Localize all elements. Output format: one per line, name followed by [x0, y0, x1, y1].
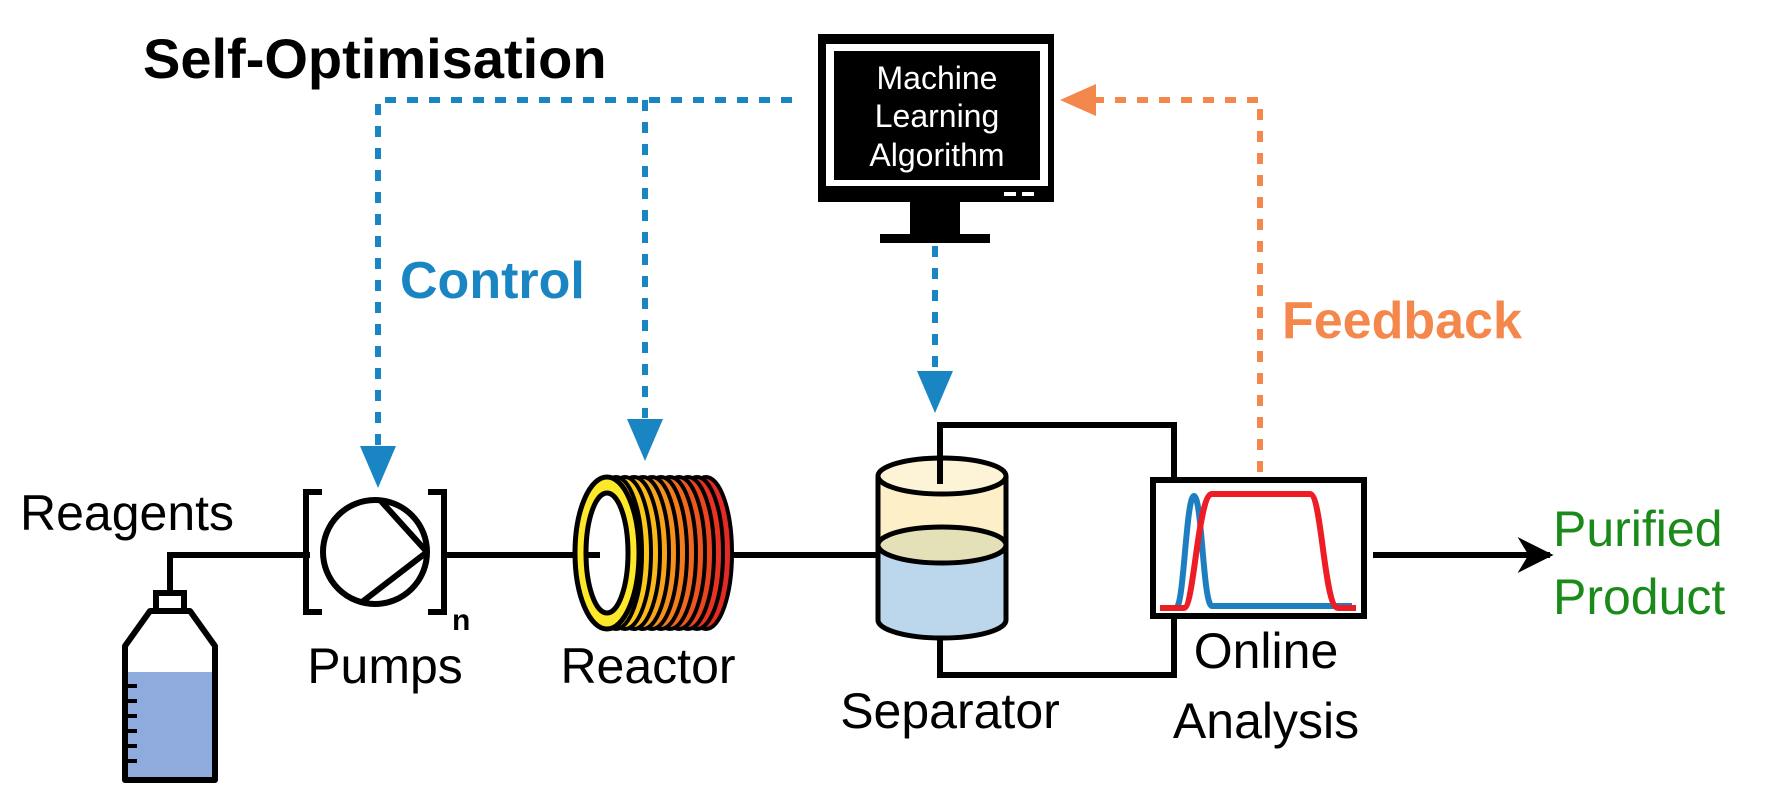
diagram-title: Self-Optimisation — [143, 27, 607, 90]
computer-monitor — [818, 34, 1054, 243]
pumps-label: Pumps — [307, 638, 463, 694]
control-arrow-reactor — [627, 419, 663, 461]
control-arrow-pumps — [360, 446, 396, 488]
control-arrowheads — [360, 371, 953, 488]
analysis-label: Analysis — [1173, 693, 1359, 749]
reagent-bottle — [122, 590, 218, 783]
monitor-line-1: Machine — [877, 60, 998, 96]
separator-label: Separator — [840, 683, 1060, 739]
online-analysis-instrument — [1150, 477, 1367, 619]
control-label: Control — [400, 252, 585, 310]
reactor-coil — [572, 474, 734, 632]
flow-lines — [167, 422, 1177, 678]
control-lines — [375, 97, 938, 445]
reactor-label: Reactor — [560, 638, 735, 694]
monitor-line-2: Learning — [875, 98, 1000, 134]
reagents-label: Reagents — [20, 485, 234, 541]
purified-label: Purified — [1553, 501, 1723, 557]
feedback-line — [1095, 97, 1263, 472]
monitor-line-3: Algorithm — [869, 137, 1004, 173]
analysis-trace-blue — [1160, 492, 1352, 611]
feedback-label: Feedback — [1282, 292, 1522, 350]
separator-vessel — [875, 455, 1009, 641]
pumps-subscript: n — [452, 604, 470, 637]
feedback-arrowhead — [1060, 84, 1096, 116]
control-arrow-separator — [917, 371, 953, 413]
online-label: Online — [1194, 623, 1339, 679]
analysis-trace-red — [1160, 491, 1356, 611]
product-label: Product — [1553, 569, 1725, 625]
pump-icon — [303, 489, 447, 615]
